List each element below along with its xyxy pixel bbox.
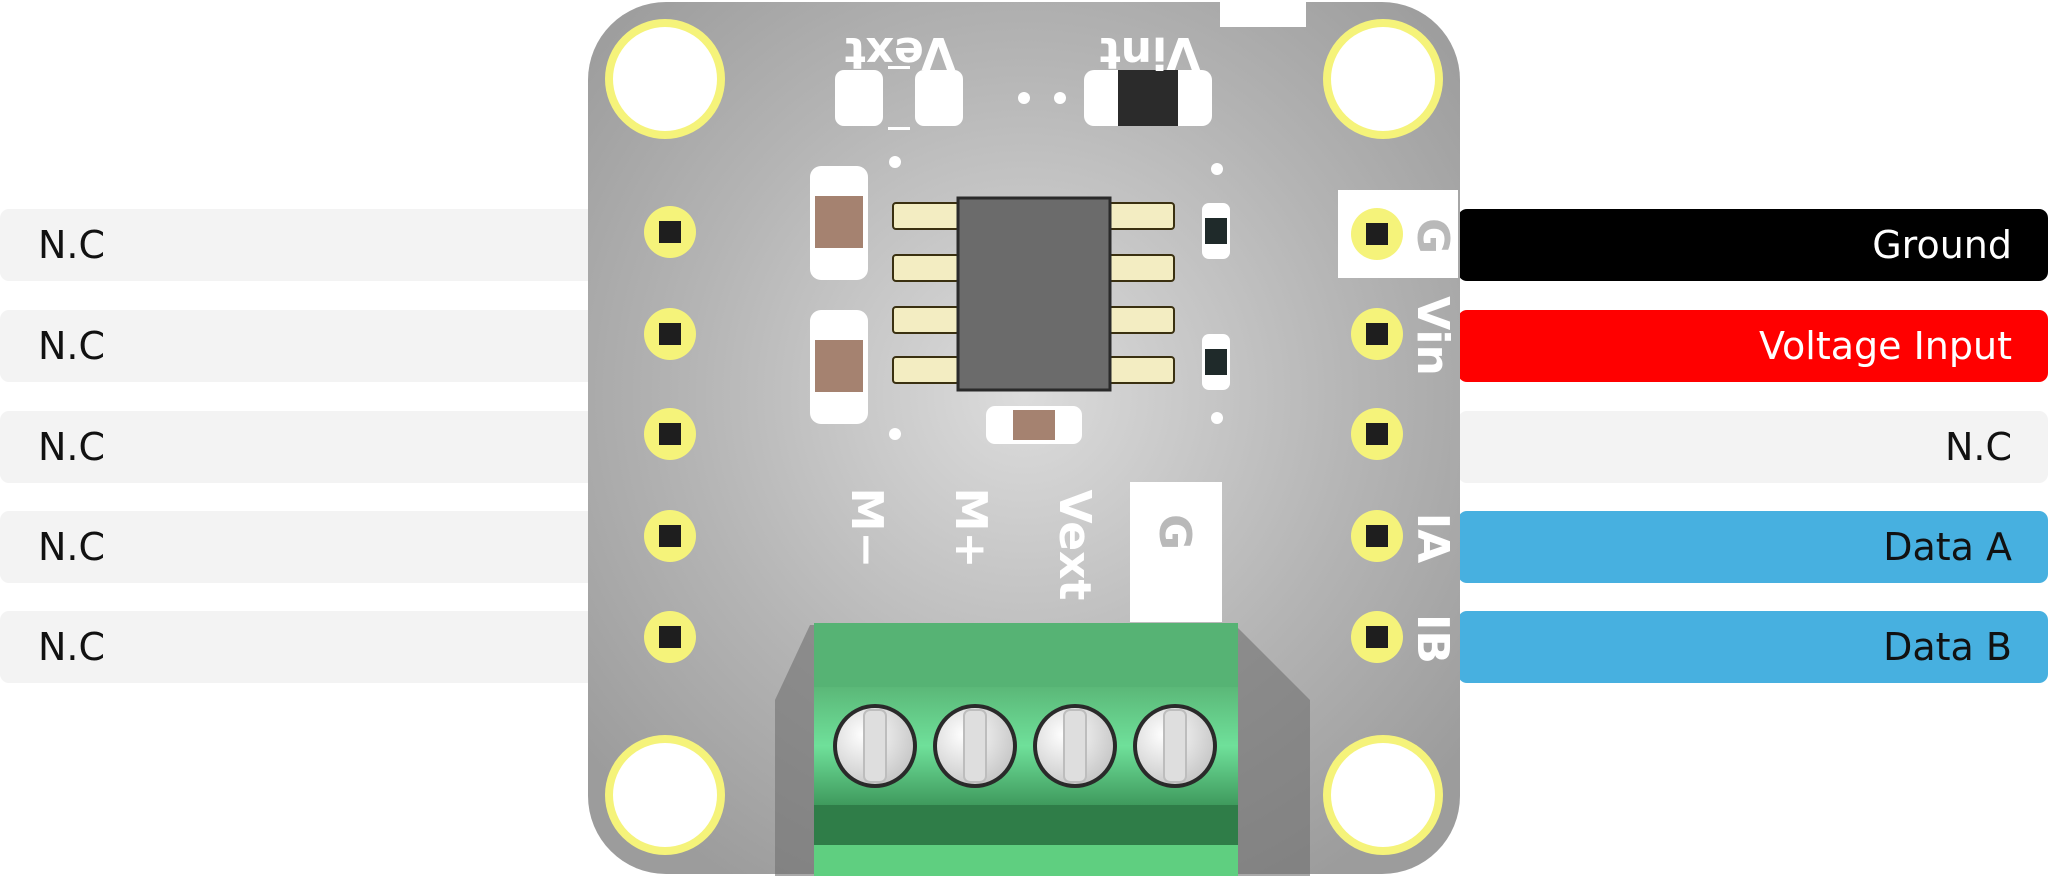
silk-label-g-terminal: G (1149, 514, 1200, 550)
left-pin-label-2: N.C (0, 310, 620, 382)
right-pin-label-voltage-input: Voltage Input (1458, 310, 2048, 382)
silk-label-m-minus: M− (841, 488, 892, 569)
right-pin-label-ground: Ground (1458, 209, 2048, 281)
jumper-pads (835, 66, 1212, 130)
silk-label-g-right: G (1407, 218, 1458, 254)
silk-label-vin: Vin (1407, 296, 1458, 376)
terminal-g-highlight (1130, 482, 1222, 622)
left-pin-label-5: N.C (0, 611, 620, 683)
terminal-screws (833, 704, 1217, 788)
resistors (1202, 203, 1230, 390)
via-dots (889, 156, 1223, 440)
mounting-holes (605, 19, 1443, 855)
right-header-pins (1351, 208, 1403, 663)
left-pin-label-4: N.C (0, 511, 620, 583)
left-pin-label-3: N.C (0, 411, 620, 483)
capacitors (810, 166, 1082, 444)
left-header-pins (644, 206, 696, 663)
right-pin-label-data-a: Data A (1458, 511, 2048, 583)
silk-label-vext-terminal: Vext (1049, 490, 1100, 601)
right-pin-label-nc: N.C (1458, 411, 2048, 483)
ic-chip (892, 196, 1175, 392)
silk-label-m-plus: M+ (945, 488, 996, 569)
silk-label-ib: IB (1407, 614, 1458, 664)
silk-label-vext-top: Vext (845, 27, 956, 78)
pcb-edge-notch (1220, 0, 1306, 27)
left-pin-label-1: N.C (0, 209, 620, 281)
silk-label-vint: Vint (1100, 27, 1201, 78)
silk-label-ia: IA (1407, 513, 1458, 563)
right-pin-label-data-b: Data B (1458, 611, 2048, 683)
